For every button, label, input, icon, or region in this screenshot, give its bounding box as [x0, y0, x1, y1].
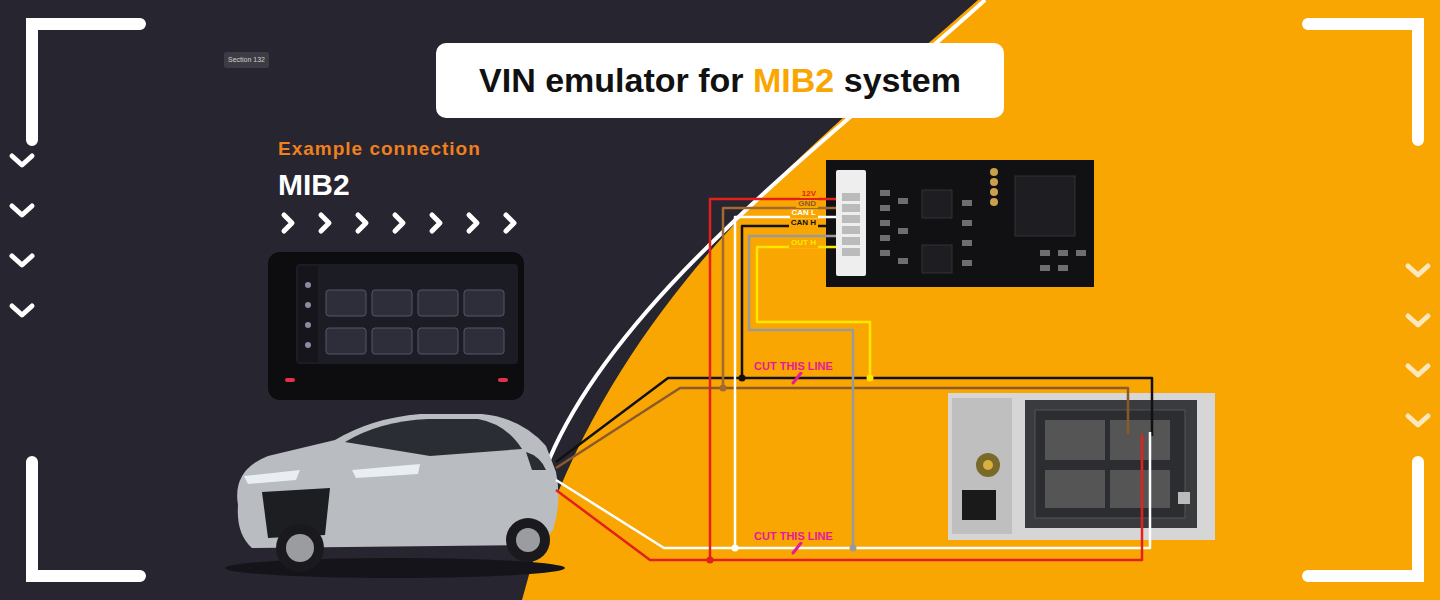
tag-box: Section 132 — [224, 52, 269, 68]
title: VIN emulator for MIB2 system — [479, 61, 961, 100]
pin-name: 12V — [800, 190, 818, 199]
cut-note: CUT THIS LINE — [752, 360, 835, 372]
subtitle: Example connection — [278, 139, 481, 160]
system-name: MIB2 — [278, 168, 350, 201]
pin-name: OUT H — [789, 239, 818, 248]
cut-note: CUT THIS LINE — [752, 530, 835, 542]
pin-name: CAN H — [789, 219, 818, 228]
tag-text: Section 132 — [228, 55, 265, 64]
pin-name: CAN L — [790, 209, 818, 218]
pin-name: GND — [796, 200, 818, 209]
